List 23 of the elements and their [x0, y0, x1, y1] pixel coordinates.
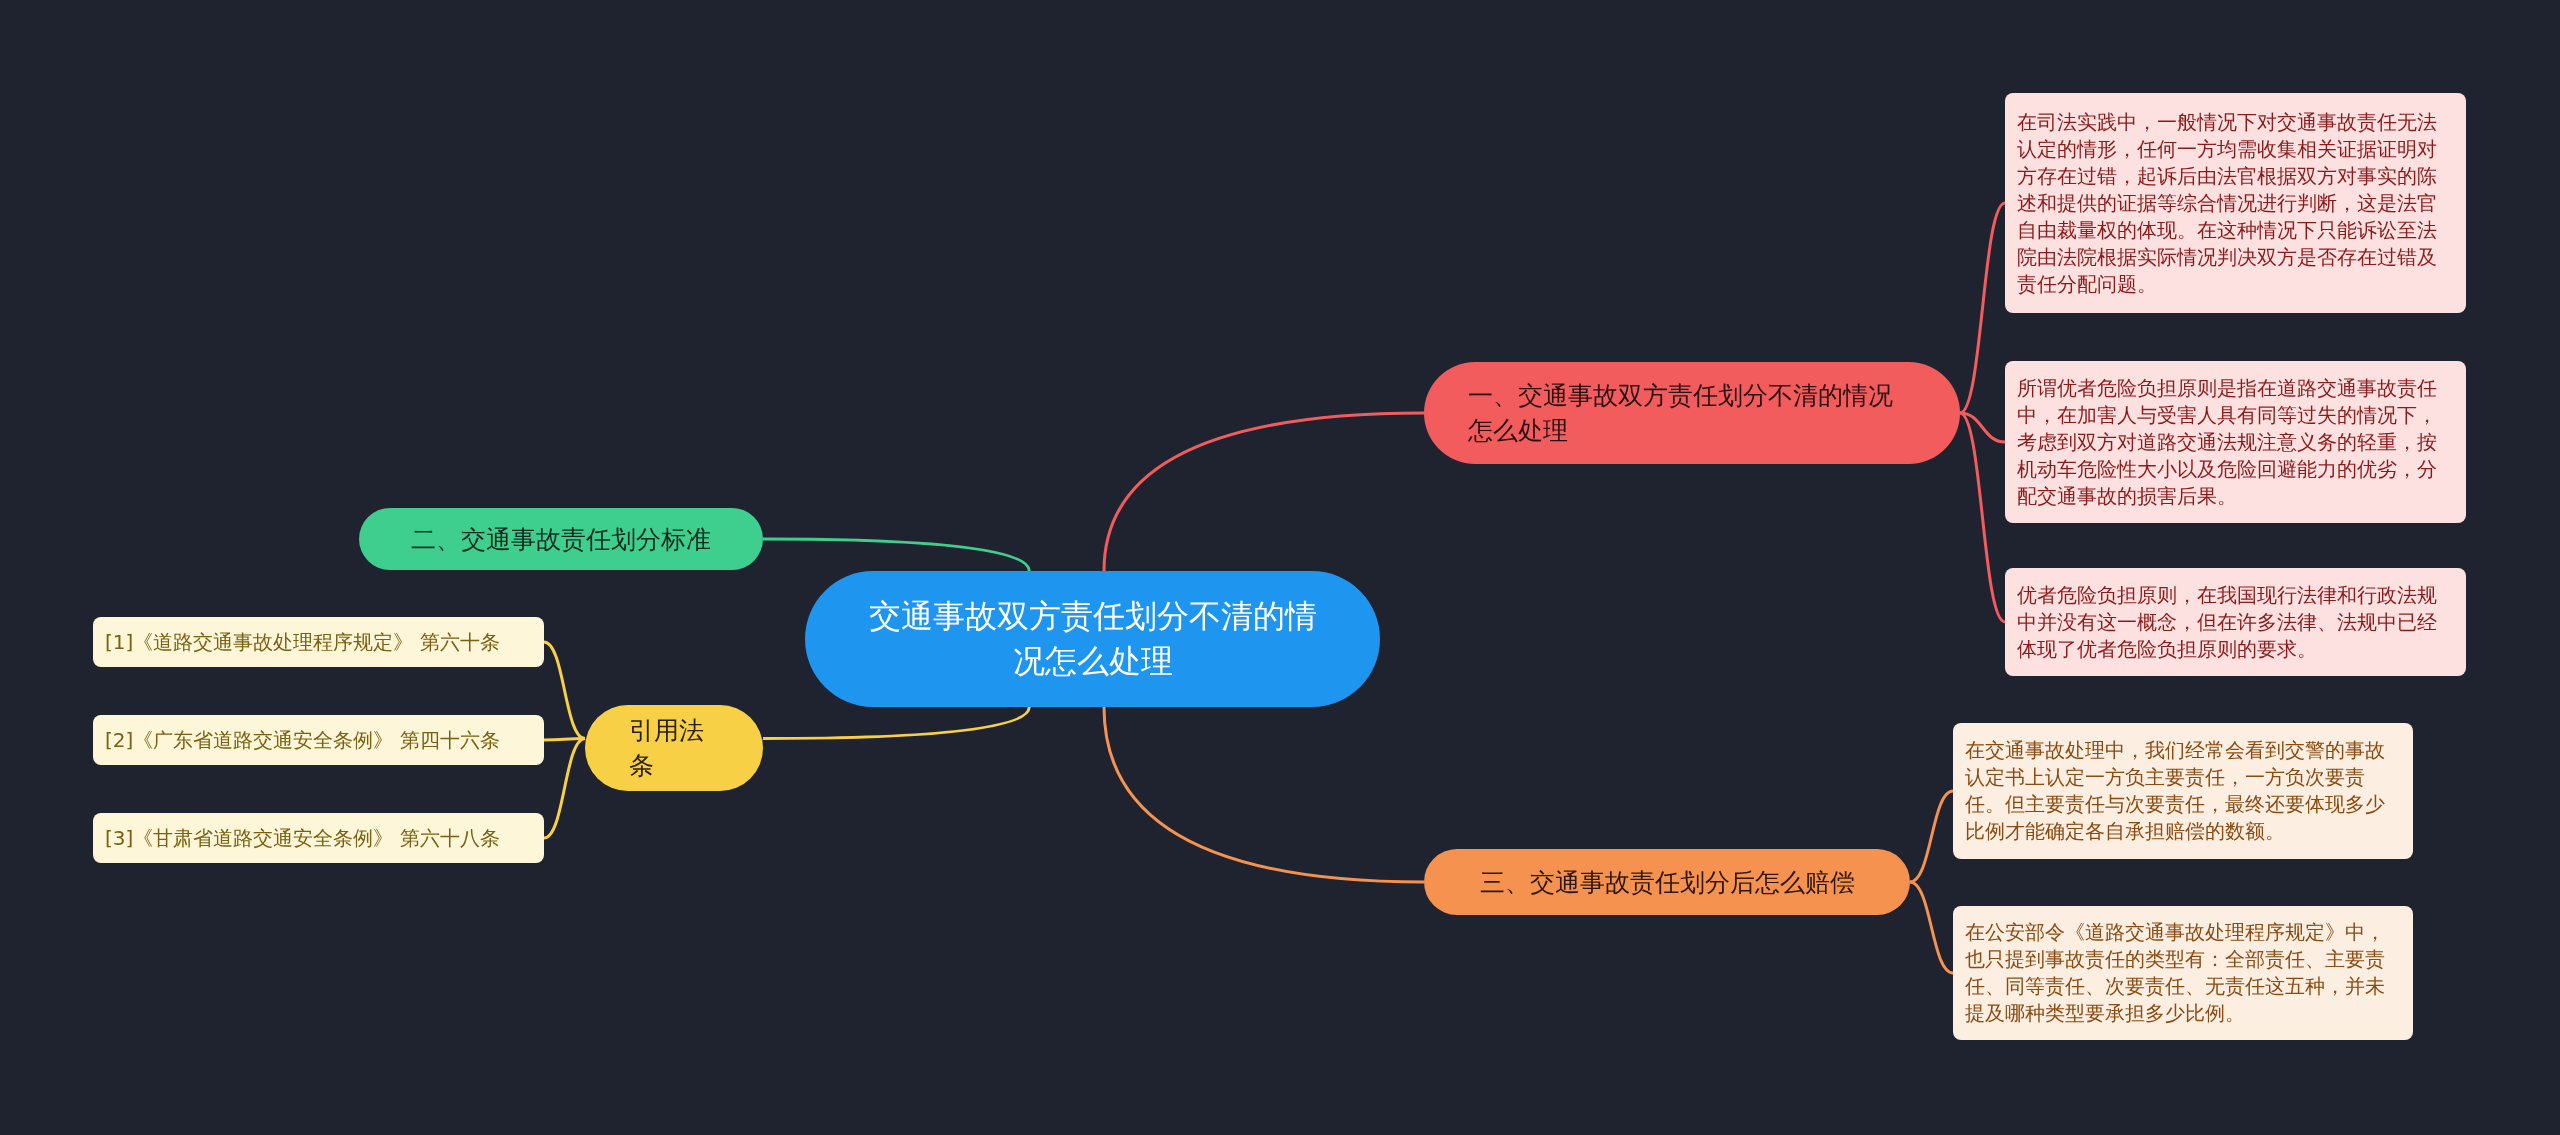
- connector-line: [1959, 201, 2006, 415]
- note-card: 在司法实践中，一般情况下对交通事故责任无法认定的情形，任何一方均需收集相关证据证明对方存在过错，起诉后由法官根据双方对事实的陈述和提供的证据等综合情况进行判断，这是法官自由裁量权的体现。在这种情况下只能诉讼至法院由法院根据实际情况判决双方是否存在过错及责任分配问题。: [2005, 93, 2466, 313]
- branch-topic: 引用法条: [585, 705, 763, 791]
- note-card: [3]《甘肃省道路交通安全条例》 第六十八条: [93, 813, 544, 863]
- branch-topic: 三、交通事故责任划分后怎么赔偿: [1424, 849, 1910, 915]
- connector-line: [1102, 411, 1425, 572]
- note-card: 在公安部令《道路交通事故处理程序规定》中，也只提到事故责任的类型有：全部责任、主要责任、同等责任、次要责任、无责任这五种，并未提及哪种类型要承担多少比例。: [1953, 906, 2413, 1040]
- branch-topic: 二、交通事故责任划分标准: [359, 508, 763, 570]
- connector-line: [543, 640, 586, 740]
- connector-line: [1909, 789, 1954, 884]
- connector-line: [1102, 706, 1425, 884]
- note-card: [2]《广东省道路交通安全条例》 第四十六条: [93, 715, 544, 765]
- connector-line: [763, 537, 1031, 572]
- connector-line: [1909, 880, 1954, 975]
- note-card: [1]《道路交通事故处理程序规定》 第六十条: [93, 617, 544, 667]
- connector-line: [1959, 411, 2006, 624]
- connector-line: [543, 737, 586, 840]
- branch-topic: 一、交通事故双方责任划分不清的情况怎么处理: [1424, 362, 1960, 464]
- note-card: 优者危险负担原则，在我国现行法律和行政法规中并没有这一概念，但在许多法律、法规中已经体现了优者危险负担原则的要求。: [2005, 568, 2466, 676]
- note-card: 所谓优者危险负担原则是指在道路交通事故责任中，在加害人与受害人具有同等过失的情况下，考虑到双方对道路交通法规注意义务的轻重，按机动车危险性大小以及危险回避能力的优劣，分配交通事故的损害后果。: [2005, 361, 2466, 523]
- central-topic: 交通事故双方责任划分不清的情况怎么处理: [805, 571, 1380, 707]
- note-card: 在交通事故处理中，我们经常会看到交警的事故认定书上认定一方负主要责任，一方负次要责任。但主要责任与次要责任，最终还要体现多少比例才能确定各自承担赔偿的数额。: [1953, 723, 2413, 859]
- connector-line: [763, 706, 1031, 740]
